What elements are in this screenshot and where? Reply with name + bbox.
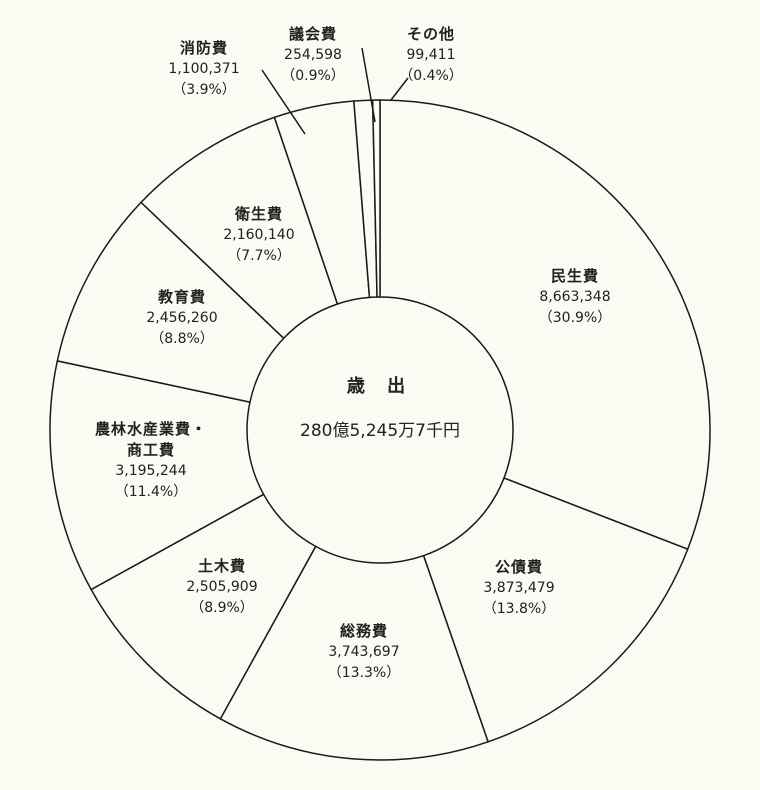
label-gikai: 議会費 254,598 （0.9%） xyxy=(281,25,345,84)
label-kousai: 公債費 3,873,479 （13.8%） xyxy=(482,558,556,617)
slice-3 xyxy=(90,493,317,720)
label-shoubou: 消防費 1,100,371 （3.9%） xyxy=(168,39,240,98)
center-title: 歳 出 xyxy=(346,376,414,397)
slice-2 xyxy=(219,545,490,761)
label-kyouiku: 教育費 2,456,260 （8.8%） xyxy=(146,288,218,347)
label-soumu: 総務費 3,743,697 （13.3%） xyxy=(327,622,401,681)
slice-1 xyxy=(422,477,689,743)
label-eisei: 衛生費 2,160,140 （7.7%） xyxy=(223,205,295,264)
label-sonota: その他 99,411 （0.4%） xyxy=(399,25,463,84)
slice-4 xyxy=(49,359,265,591)
slice-0 xyxy=(379,99,711,551)
label-norin: 農林水産業費・ 商工費 3,195,244 （11.4%） xyxy=(94,420,208,500)
center-total: 280億5,245万7千円 xyxy=(300,421,460,441)
label-minsei: 民生費 8,663,348 （30.9%） xyxy=(538,267,612,326)
label-doboku: 土木費 2,505,909 （8.9%） xyxy=(186,557,258,616)
center-summary: 歳 出 280億5,245万7千円 xyxy=(300,372,460,441)
leader-lines xyxy=(261,47,409,135)
donut-slices xyxy=(49,99,711,761)
slice-9 xyxy=(371,99,381,298)
